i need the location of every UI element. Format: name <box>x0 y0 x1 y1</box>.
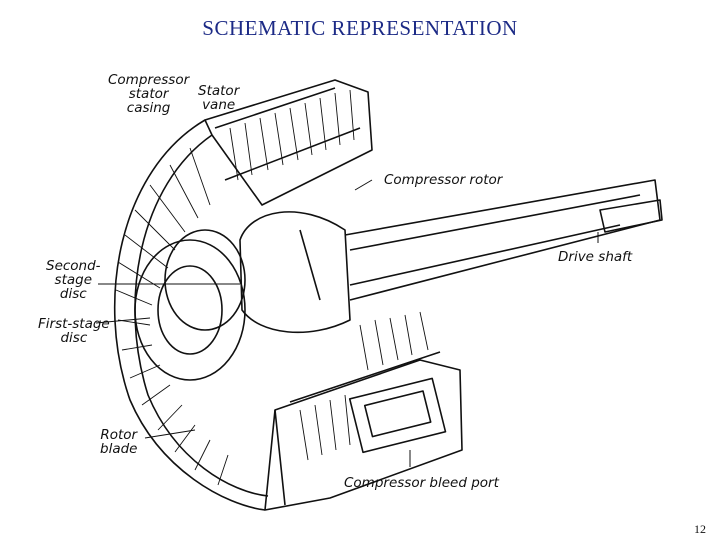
second-stage-disc <box>164 229 246 331</box>
leader-lines <box>95 179 599 467</box>
page-number: 12 <box>694 522 706 536</box>
label-first-stage-disc: First-stage disc <box>38 316 110 346</box>
drive-shaft <box>344 179 661 301</box>
label-compressor-bleed-port: Compressor bleed port <box>344 475 499 491</box>
front-casing-inner <box>134 134 269 497</box>
label-second-stage-disc: Second- stage disc <box>46 258 101 302</box>
upper-casing <box>204 79 373 206</box>
label-drive-shaft: Drive shaft <box>558 249 633 265</box>
slide-title: SCHEMATIC REPRESENTATION <box>202 16 518 40</box>
front-casing-ring <box>113 119 266 511</box>
bleed-port <box>348 377 447 454</box>
label-stator-vane: Stator vane <box>198 83 240 113</box>
rotor-blades <box>115 147 229 486</box>
label-rotor-blade: Rotor blade <box>100 427 138 457</box>
stator-vanes <box>229 89 429 461</box>
rotor-drum <box>239 211 351 334</box>
first-stage-disc <box>134 239 246 381</box>
label-compressor-stator-casing: Compressor stator casing <box>108 72 190 116</box>
label-compressor-rotor: Compressor rotor <box>384 172 503 188</box>
